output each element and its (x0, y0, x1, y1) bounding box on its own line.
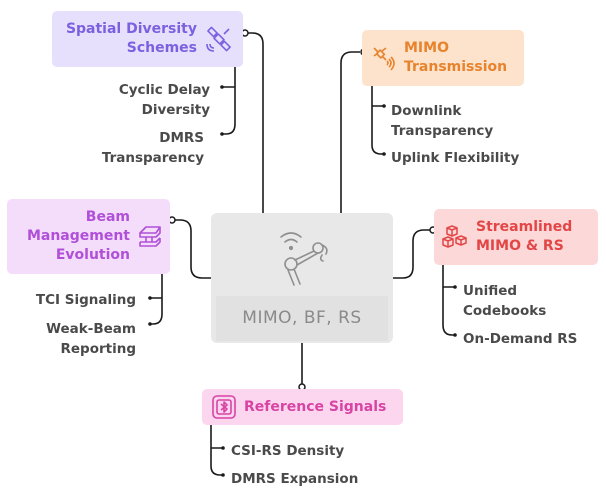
branch-title: MIMO Transmission (404, 40, 508, 75)
connector-center-beam (174, 219, 211, 279)
bullet-dot (220, 132, 224, 136)
central-node-label: MIMO, BF, RS (216, 296, 388, 341)
leaf-dmrs-expansion: DMRS Expansion (231, 471, 359, 487)
central-node[interactable]: MIMO, BF, RS (211, 213, 393, 343)
leaf-dmrs-transparency: DMRS Transparency (101, 130, 204, 166)
i-beam-icon (139, 225, 161, 247)
bullet-dot (382, 152, 386, 156)
leaf-tci-signaling: TCI Signaling (35, 292, 136, 308)
satellite-signal-icon (373, 47, 395, 71)
bullet-dot (221, 446, 225, 450)
leaf-csi-rs-density: CSI-RS Density (231, 443, 345, 459)
bracket-ref (210, 425, 223, 476)
leaf-weak-beam-reporting: Weak-Beam Reporting (46, 321, 136, 357)
bullet-dot (453, 285, 457, 289)
connector-center-mimo (340, 51, 360, 213)
branch-title: Reference Signals (244, 398, 387, 415)
bracket-beam (150, 274, 163, 325)
branch-streamlined-mimo-rs[interactable]: Streamlined MIMO & RS (434, 209, 598, 265)
leaf-unified-codebooks: Unified Codebooks (463, 283, 547, 319)
satellite-icon (206, 26, 231, 52)
bullet-dot (221, 473, 225, 477)
bullet-dot (453, 333, 457, 337)
branch-title: Spatial Diversity Schemes (65, 21, 197, 56)
robot-arm-wireless-icon (280, 232, 328, 286)
leaf-downlink-transparency: Downlink Transparency (391, 103, 494, 139)
leaf-on-demand-rs: On-Demand RS (463, 331, 578, 347)
bluetooth-square-icon (212, 395, 236, 419)
bullet-dot (148, 322, 152, 326)
branch-title: Streamlined MIMO & RS (476, 219, 573, 254)
leaf-cyclic-delay-diversity: Cyclic Delay Diversity (118, 82, 210, 118)
branch-title: Beam Management Evolution (26, 209, 130, 263)
connector-center-stream (393, 229, 431, 279)
bullet-dot (382, 104, 386, 108)
bracket-mimo (371, 86, 384, 155)
branch-reference-signals[interactable]: Reference Signals (202, 389, 403, 425)
leaf-uplink-flexibility: Uplink Flexibility (391, 150, 520, 166)
bracket-spatial (222, 67, 236, 135)
branch-beam-management[interactable]: Beam Management Evolution (7, 199, 170, 274)
branch-spatial-diversity[interactable]: Spatial Diversity Schemes (52, 11, 243, 67)
connector-center-spatial (246, 32, 264, 213)
bullet-dot (220, 85, 224, 89)
bracket-stream (442, 265, 455, 336)
branch-mimo-transmission[interactable]: MIMO Transmission (362, 30, 524, 86)
bullet-dot (148, 296, 152, 300)
cubes-icon (442, 225, 467, 248)
